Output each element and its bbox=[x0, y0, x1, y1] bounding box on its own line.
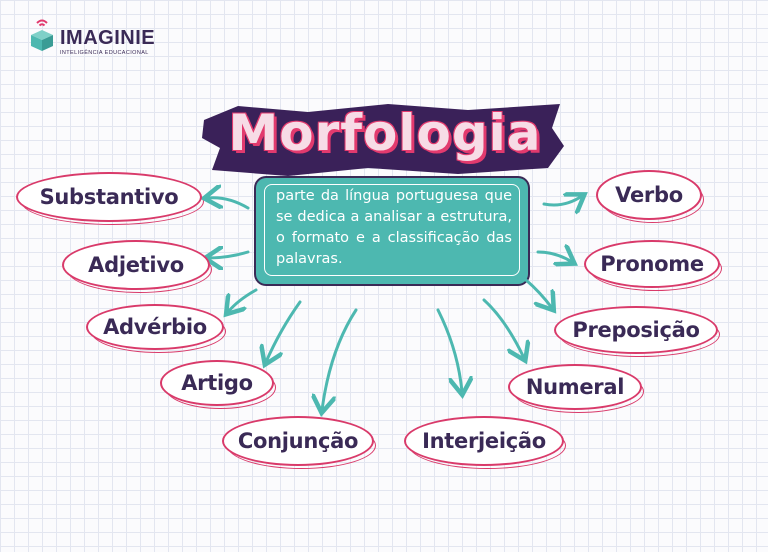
arrow-conjuncao bbox=[322, 308, 358, 410]
page-title: Morfologia bbox=[228, 104, 542, 162]
arrow-adverbio bbox=[228, 288, 258, 312]
arrow-verbo bbox=[542, 196, 582, 205]
class-numeral: Numeral bbox=[508, 364, 644, 413]
class-pronome: Pronome bbox=[584, 240, 722, 291]
brand-tagline: INTELIGÊNCIA EDUCACIONAL bbox=[60, 50, 149, 56]
title-banner bbox=[202, 104, 564, 176]
class-verbo: Verbo bbox=[596, 170, 704, 223]
arrow-interjeicao bbox=[436, 308, 462, 392]
arrow-artigo bbox=[266, 300, 302, 362]
class-artigo: Artigo bbox=[160, 360, 276, 409]
class-conjuncao: Conjunção bbox=[222, 416, 376, 469]
brand-name: IMAGINIE bbox=[60, 27, 156, 49]
definition-text: parte da língua portuguesa que se dedica… bbox=[276, 188, 512, 267]
class-adverbio: Advérbio bbox=[86, 304, 226, 353]
class-preposicao: Preposição bbox=[554, 306, 720, 357]
arrow-numeral bbox=[482, 298, 524, 358]
arrow-pronome bbox=[536, 252, 572, 262]
class-substantivo: Substantivo bbox=[16, 172, 204, 225]
definition-box: parte da língua portuguesa que se dedica… bbox=[256, 178, 528, 284]
class-interjeicao: Interjeição bbox=[404, 416, 566, 469]
brand-logo: IMAGINIE INTELIGÊNCIA EDUCACIONAL bbox=[30, 18, 155, 56]
class-adjetivo: Adjetivo bbox=[62, 240, 212, 293]
logo-icon bbox=[30, 18, 54, 52]
arrow-adjetivo bbox=[208, 252, 250, 258]
arrow-substantivo bbox=[207, 198, 250, 208]
arrow-preposicao bbox=[524, 278, 552, 308]
